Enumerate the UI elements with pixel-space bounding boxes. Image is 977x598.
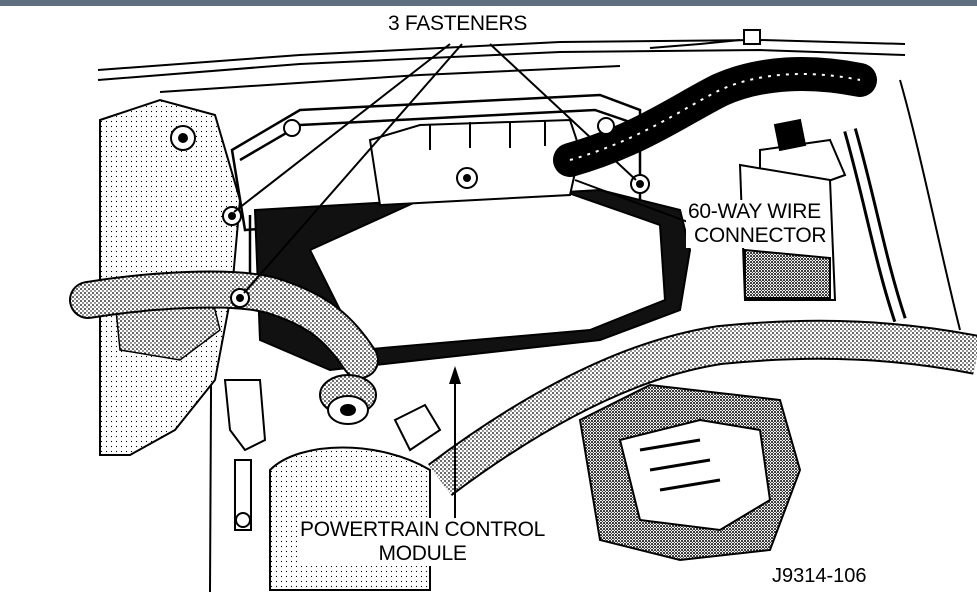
connector-label: 60-WAY WIRE CONNECTOR: [686, 200, 829, 248]
fastener-leader-1: [233, 43, 451, 213]
figure-id: J9314-106: [772, 565, 867, 587]
pcm-leader-arrowhead: [449, 366, 461, 384]
pcm-label: POWERTRAIN CONTROL MODULE: [298, 518, 548, 566]
lower-wiring-hose: [69, 270, 977, 497]
wire-harness-upper: [553, 57, 877, 177]
leader-lines: [233, 43, 689, 525]
fastener-bolts: [222, 117, 650, 308]
pcm-label-line-2: MODULE: [378, 542, 467, 565]
powertrain-control-module: [253, 118, 692, 372]
hood-rails: [97, 29, 906, 93]
window-top-border: [0, 0, 977, 6]
connector-label-line-1: 60-WAY WIRE: [688, 200, 821, 223]
connector-cluster: [578, 383, 802, 562]
fastener-leader-2: [243, 43, 463, 294]
pcm-label-line-1: POWERTRAIN CONTROL: [300, 518, 546, 541]
fasteners-label: 3 FASTENERS: [386, 12, 530, 36]
connector-label-line-2: CONNECTOR: [694, 224, 827, 247]
fastener-leader-3: [489, 43, 637, 181]
connector-leader: [574, 179, 689, 223]
